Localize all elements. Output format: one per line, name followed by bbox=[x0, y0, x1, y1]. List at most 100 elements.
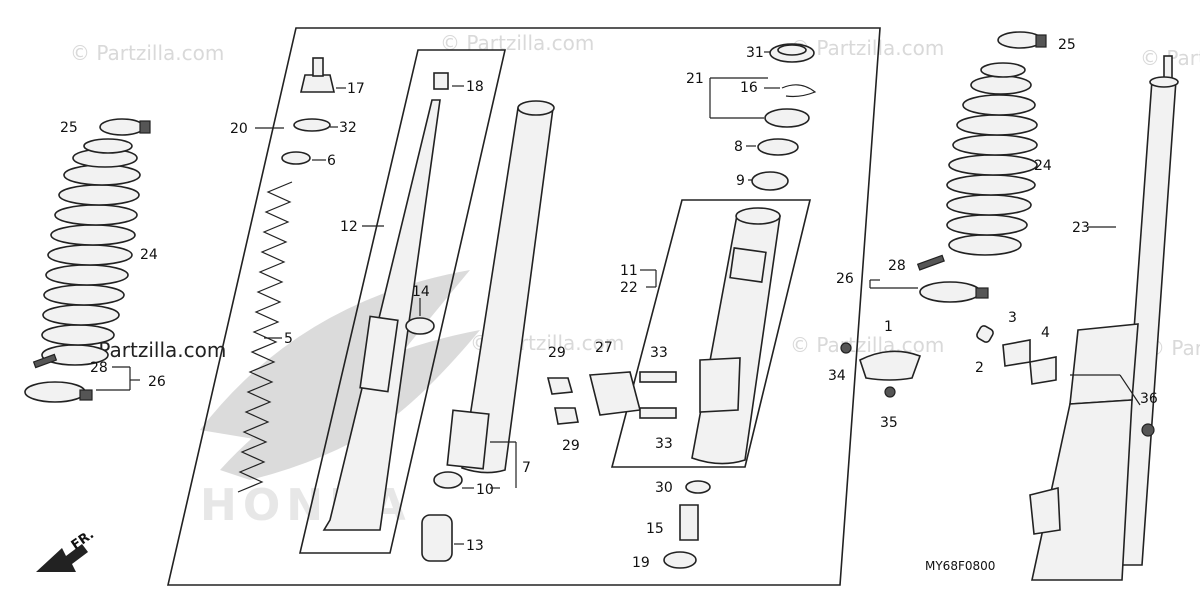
washer bbox=[685, 480, 711, 494]
watermarks: © Partzilla.com © Partzilla.com © Partzi… bbox=[70, 31, 1200, 362]
callout-32: 32 bbox=[339, 120, 357, 136]
callout-20: 20 bbox=[230, 121, 248, 137]
fork-spring-group bbox=[237, 57, 336, 493]
fork-spring bbox=[237, 181, 293, 493]
callout-2: 2 bbox=[975, 360, 984, 376]
front-label: FR. bbox=[69, 527, 97, 553]
watermark: © Partzilla.com bbox=[70, 41, 224, 65]
watermark: © Partzilla.com bbox=[440, 31, 594, 55]
callout-31: 31 bbox=[746, 45, 764, 61]
callout-27: 27 bbox=[595, 340, 613, 356]
rebound-spring-seat bbox=[405, 317, 435, 335]
nut-29b bbox=[554, 407, 579, 425]
socket-bolt bbox=[679, 504, 699, 541]
axle-holder bbox=[699, 357, 741, 413]
back-up-ring-2 bbox=[757, 138, 799, 156]
nut-29a bbox=[546, 377, 574, 395]
callout-15: 15 bbox=[646, 521, 664, 537]
fork-slider-top bbox=[1069, 323, 1139, 405]
callout-28b: 28 bbox=[888, 258, 906, 274]
callout-4: 4 bbox=[1041, 325, 1050, 341]
stop-ring bbox=[781, 84, 817, 98]
dust-boot-right bbox=[946, 62, 1038, 256]
complete-fork bbox=[1029, 55, 1179, 581]
guide-bushing bbox=[751, 171, 789, 191]
callout-10: 10 bbox=[476, 482, 494, 498]
callout-11: 11 bbox=[620, 263, 638, 279]
callout-26b: 26 bbox=[836, 271, 854, 287]
callout-29: 29 bbox=[548, 345, 566, 361]
guard-plate-b bbox=[1029, 356, 1057, 385]
right-small-parts bbox=[840, 325, 1057, 398]
pipe-clamp bbox=[859, 350, 922, 381]
callout-5: 5 bbox=[284, 331, 293, 347]
o-ring bbox=[293, 118, 331, 132]
clamp-screw bbox=[79, 389, 93, 401]
damper-rod bbox=[322, 99, 441, 531]
callout-25b: 25 bbox=[1058, 37, 1076, 53]
callout-26: 26 bbox=[148, 374, 166, 390]
boot-clamp-bottom bbox=[24, 381, 86, 403]
callout-35: 35 bbox=[880, 415, 898, 431]
callout-36: 36 bbox=[1140, 391, 1158, 407]
callout-22: 22 bbox=[620, 280, 638, 296]
front-direction-arrow: FR. bbox=[36, 527, 97, 572]
callout-19: 19 bbox=[632, 555, 650, 571]
callout-1: 1 bbox=[884, 319, 893, 335]
slide-bushing bbox=[446, 409, 490, 470]
callout-16: 16 bbox=[740, 80, 758, 96]
clamp-bolt bbox=[32, 353, 58, 369]
oil-seal-bottom bbox=[663, 551, 697, 569]
bolt-36 bbox=[1141, 423, 1155, 437]
piston-assembly bbox=[359, 315, 399, 393]
callout-34: 34 bbox=[828, 368, 846, 384]
bolt-33b bbox=[639, 407, 677, 419]
diagram-code: MY68F0800 bbox=[925, 559, 995, 573]
oil-lock-piece bbox=[421, 514, 453, 562]
callout-29b: 29 bbox=[562, 438, 580, 454]
bolt-35 bbox=[884, 386, 896, 398]
callout-24b: 24 bbox=[1034, 158, 1052, 174]
outer-tube-group bbox=[421, 100, 555, 562]
callout-28: 28 bbox=[90, 360, 108, 376]
left-boot-group bbox=[24, 118, 151, 403]
seal-ring bbox=[281, 151, 311, 165]
callout-23: 23 bbox=[1072, 220, 1090, 236]
right-boot-group bbox=[916, 31, 1047, 303]
callout-7: 7 bbox=[522, 460, 531, 476]
seal-stack bbox=[751, 43, 817, 191]
callout-12: 12 bbox=[340, 219, 358, 235]
fork-cap-bolt bbox=[299, 74, 336, 93]
callout-9: 9 bbox=[736, 173, 745, 189]
back-up-ring bbox=[433, 471, 463, 489]
leader-lines bbox=[96, 51, 1141, 545]
damper-rod-group bbox=[322, 72, 449, 531]
bolt-33a bbox=[639, 371, 677, 383]
guard-plate-a bbox=[1002, 339, 1031, 367]
watermark: © Partzilla.com bbox=[790, 36, 944, 60]
lock-nut bbox=[433, 72, 449, 90]
dust-boot-left bbox=[41, 138, 141, 366]
callout-21: 21 bbox=[686, 71, 704, 87]
callout-25: 25 bbox=[60, 120, 78, 136]
assembly-frames bbox=[166, 27, 881, 586]
callout-3: 3 bbox=[1008, 310, 1017, 326]
brake-hose-guide bbox=[588, 371, 642, 416]
axle-mount bbox=[1029, 486, 1061, 535]
callout-24: 24 bbox=[140, 247, 158, 263]
callout-6: 6 bbox=[327, 153, 336, 169]
bottom-parts bbox=[663, 480, 711, 569]
callout-8: 8 bbox=[734, 139, 743, 155]
inner-tube-frame bbox=[298, 49, 507, 554]
bolt-34 bbox=[840, 342, 852, 354]
slider-frame bbox=[610, 199, 812, 468]
clamp-screw bbox=[139, 120, 151, 134]
boot-clamp-top bbox=[99, 118, 145, 136]
fork-assembly-frame bbox=[166, 27, 881, 586]
callout-30: 30 bbox=[655, 480, 673, 496]
callout-17: 17 bbox=[347, 81, 365, 97]
callout-33b: 33 bbox=[655, 436, 673, 452]
callouts: 17 32 6 20 5 12 14 18 31 21 16 8 9 11 22… bbox=[60, 37, 1158, 571]
